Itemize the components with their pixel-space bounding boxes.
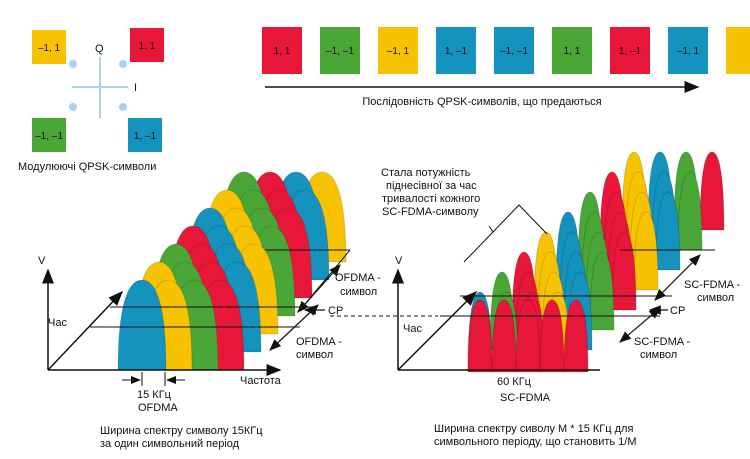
- ofdma-symbol-arrow: [297, 264, 341, 313]
- ofdma-caption-2: за один символьний період: [100, 438, 240, 450]
- scfdma-cp-label: CP: [670, 305, 685, 317]
- i-axis-label: I: [134, 82, 137, 94]
- sequence-symbol-label: –1, 1: [387, 46, 410, 57]
- scfdma-note-tick: [488, 225, 494, 233]
- sequence-symbol-label: 1, –1: [619, 46, 642, 57]
- scfdma-diagram: V Час SC-FDMA - символ SC-FDMA - символ …: [381, 151, 741, 448]
- sequence-symbol-box: [610, 27, 650, 74]
- ofdma-spacing-label: 15 КГц: [137, 389, 172, 401]
- sequence-symbol-box: [668, 27, 708, 74]
- scfdma-symbol-label-bottom-2: символ: [640, 349, 677, 361]
- scfdma-v-label: V: [395, 255, 403, 267]
- scfdma-subcarrier: [467, 299, 493, 373]
- symbol-box-bl: [32, 118, 66, 152]
- sequence-symbol-label: –1, 1: [677, 46, 700, 57]
- ofdma-v-label: V: [38, 255, 46, 267]
- scfdma-note-bracket: [463, 204, 548, 263]
- sequence-symbol-label: –1, –1: [326, 46, 354, 57]
- symbol-label-tr: 1, 1: [139, 41, 156, 52]
- ofdma-diagram: V Частота Час OFDMA - символ OFDMA - сим…: [38, 171, 381, 450]
- symbol-box-tr: [130, 28, 164, 62]
- scfdma-symbol-arrow: [654, 254, 701, 301]
- constellation-caption: Модулюючі QPSK-символи: [18, 161, 156, 173]
- symbol-label-bl: –1, –1: [35, 131, 63, 142]
- scfdma-time-axis: [397, 290, 478, 371]
- sequence-symbol-box: [320, 27, 360, 74]
- symbol-box-tl: [32, 30, 66, 64]
- symbol-box-br: [128, 118, 162, 152]
- constellation-point: [119, 103, 127, 111]
- scfdma-subcarrier: [491, 299, 517, 373]
- sequence-symbol-box: [726, 27, 750, 74]
- scfdma-name-label: SC-FDMA: [500, 392, 551, 404]
- scfdma-note-3: тривалості кожного: [382, 193, 480, 205]
- qpsk-constellation: Q I –1, 1 1, 1 –1, –1 1, –1 Модулюючі QP…: [18, 28, 164, 173]
- ofdma-name-label: OFDMA: [138, 402, 178, 414]
- scfdma-subcarrier: [611, 231, 637, 311]
- scfdma-note-2: піднесівної за час: [386, 180, 477, 192]
- q-axis-label: Q: [95, 43, 104, 55]
- scfdma-subcarrier: [677, 171, 703, 251]
- sequence-symbol-box: [262, 27, 302, 74]
- scfdma-note-4: SC-FDMA-символу: [382, 206, 479, 218]
- scfdma-subcarrier: [589, 251, 615, 331]
- ofdma-symbol-label-top-2: символ: [340, 286, 377, 298]
- sequence-symbol-label: –1, –1: [500, 46, 528, 57]
- scfdma-subcarrier: [563, 299, 589, 373]
- constellation-point: [69, 103, 77, 111]
- scfdma-symbol-label-top-1: SC-FDMA -: [684, 279, 741, 291]
- constellation-point: [119, 60, 127, 68]
- ofdma-symbol-label-bottom-2: символ: [296, 349, 333, 361]
- sequence-symbol-box: [494, 27, 534, 74]
- sequence-symbol-label: 1, –1: [445, 46, 468, 57]
- ofdma-time-label: Час: [48, 317, 67, 329]
- scfdma-subcarrier: [699, 151, 725, 231]
- scfdma-subcarriers: [467, 151, 725, 373]
- scfdma-caption-1: Ширина спектру сиволу М * 15 КГц для: [434, 423, 633, 435]
- scfdma-caption-2: символьного періоду, що становить 1/М: [434, 436, 637, 448]
- sequence-symbols: 1, 1 –1, –1 –1, 1 1, –1 –1, –1 1, 1 1, –1 –1, 1: [262, 27, 750, 74]
- sequence-symbol-label: 1, 1: [564, 46, 581, 57]
- scfdma-subcarrier: [515, 299, 541, 373]
- qpsk-sequence: 1, 1 –1, –1 –1, 1 1, –1 –1, –1 1, 1 1, –1 –1, 1…: [262, 27, 750, 108]
- ofdma-symbol-label-bottom-1: OFDMA -: [296, 336, 342, 348]
- scfdma-spacing-label: 60 КГц: [497, 376, 532, 388]
- ofdma-time-axis: [47, 290, 124, 371]
- sequence-caption: Послідовність QPSK-символів, що предають…: [362, 96, 601, 108]
- ofdma-caption-1: Ширина спектру символу 15КГц: [100, 425, 263, 437]
- ofdma-freq-label: Частота: [240, 375, 282, 387]
- sequence-symbol-box: [552, 27, 592, 74]
- sequence-symbol-box: [378, 27, 418, 74]
- symbol-label-br: 1, –1: [134, 131, 157, 142]
- scfdma-note-1: Стала потужність: [381, 167, 471, 179]
- constellation-point: [69, 60, 77, 68]
- scfdma-time-label: Час: [403, 323, 422, 335]
- sequence-symbol-box: [436, 27, 476, 74]
- scfdma-symbol-label-top-2: символ: [697, 292, 734, 304]
- sequence-symbol-label: 1, 1: [274, 46, 291, 57]
- symbol-label-tl: –1, 1: [38, 43, 61, 54]
- ofdma-symbol-label-top-1: OFDMA -: [335, 272, 381, 284]
- scfdma-subcarrier: [539, 299, 565, 373]
- ofdma-cp-label: CP: [328, 305, 343, 317]
- scfdma-symbol-label-bottom-1: SC-FDMA -: [634, 336, 691, 348]
